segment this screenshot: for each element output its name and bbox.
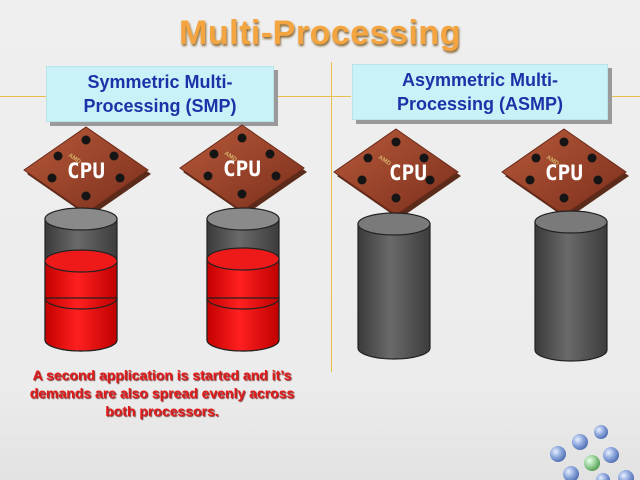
smp-heading-box: Symmetric Multi- Processing (SMP) [46,66,274,122]
decorative-balls-logo [550,425,634,480]
cpu-chip-1: AMD CPU [23,126,151,217]
smp-caption: A second application is started and it’s… [6,366,318,420]
slide-title: Multi-Processing [179,14,461,52]
process-cylinder-4 [534,210,608,362]
cpu-chip-3: AMD CPU [333,128,461,219]
caption-line1: A second application is started and it’s [32,367,292,383]
cpu-label-1: CPU [67,159,105,183]
caption-line2: demands are also spread evenly across [29,385,295,401]
asmp-heading-line2: Processing (ASMP) [396,94,564,114]
red-load-segment-1b [44,297,118,352]
divider-vertical [331,62,332,372]
process-cylinder-1 [44,207,118,352]
cpu-label-4: CPU [545,161,583,185]
smp-heading-line2: Processing (SMP) [83,96,237,116]
cpu-chip-2: AMD CPU [179,124,307,215]
red-load-segment-2a [206,247,280,310]
smp-heading-line1: Symmetric Multi- [87,72,233,92]
red-load-segment-2b [206,297,280,352]
cpu-label-2: CPU [223,157,261,181]
asmp-heading-line1: Asymmetric Multi- [401,70,559,90]
divider-left [0,96,46,97]
caption-line3: both processors. [105,403,219,419]
process-cylinder-2 [206,207,280,352]
cpu-label-3: CPU [389,161,427,185]
divider-right [607,96,640,97]
cpu-chip-4: AMD CPU [501,128,629,219]
asmp-heading-box: Asymmetric Multi- Processing (ASMP) [352,64,608,120]
divider-middle [275,96,351,97]
process-cylinder-3 [357,212,431,360]
